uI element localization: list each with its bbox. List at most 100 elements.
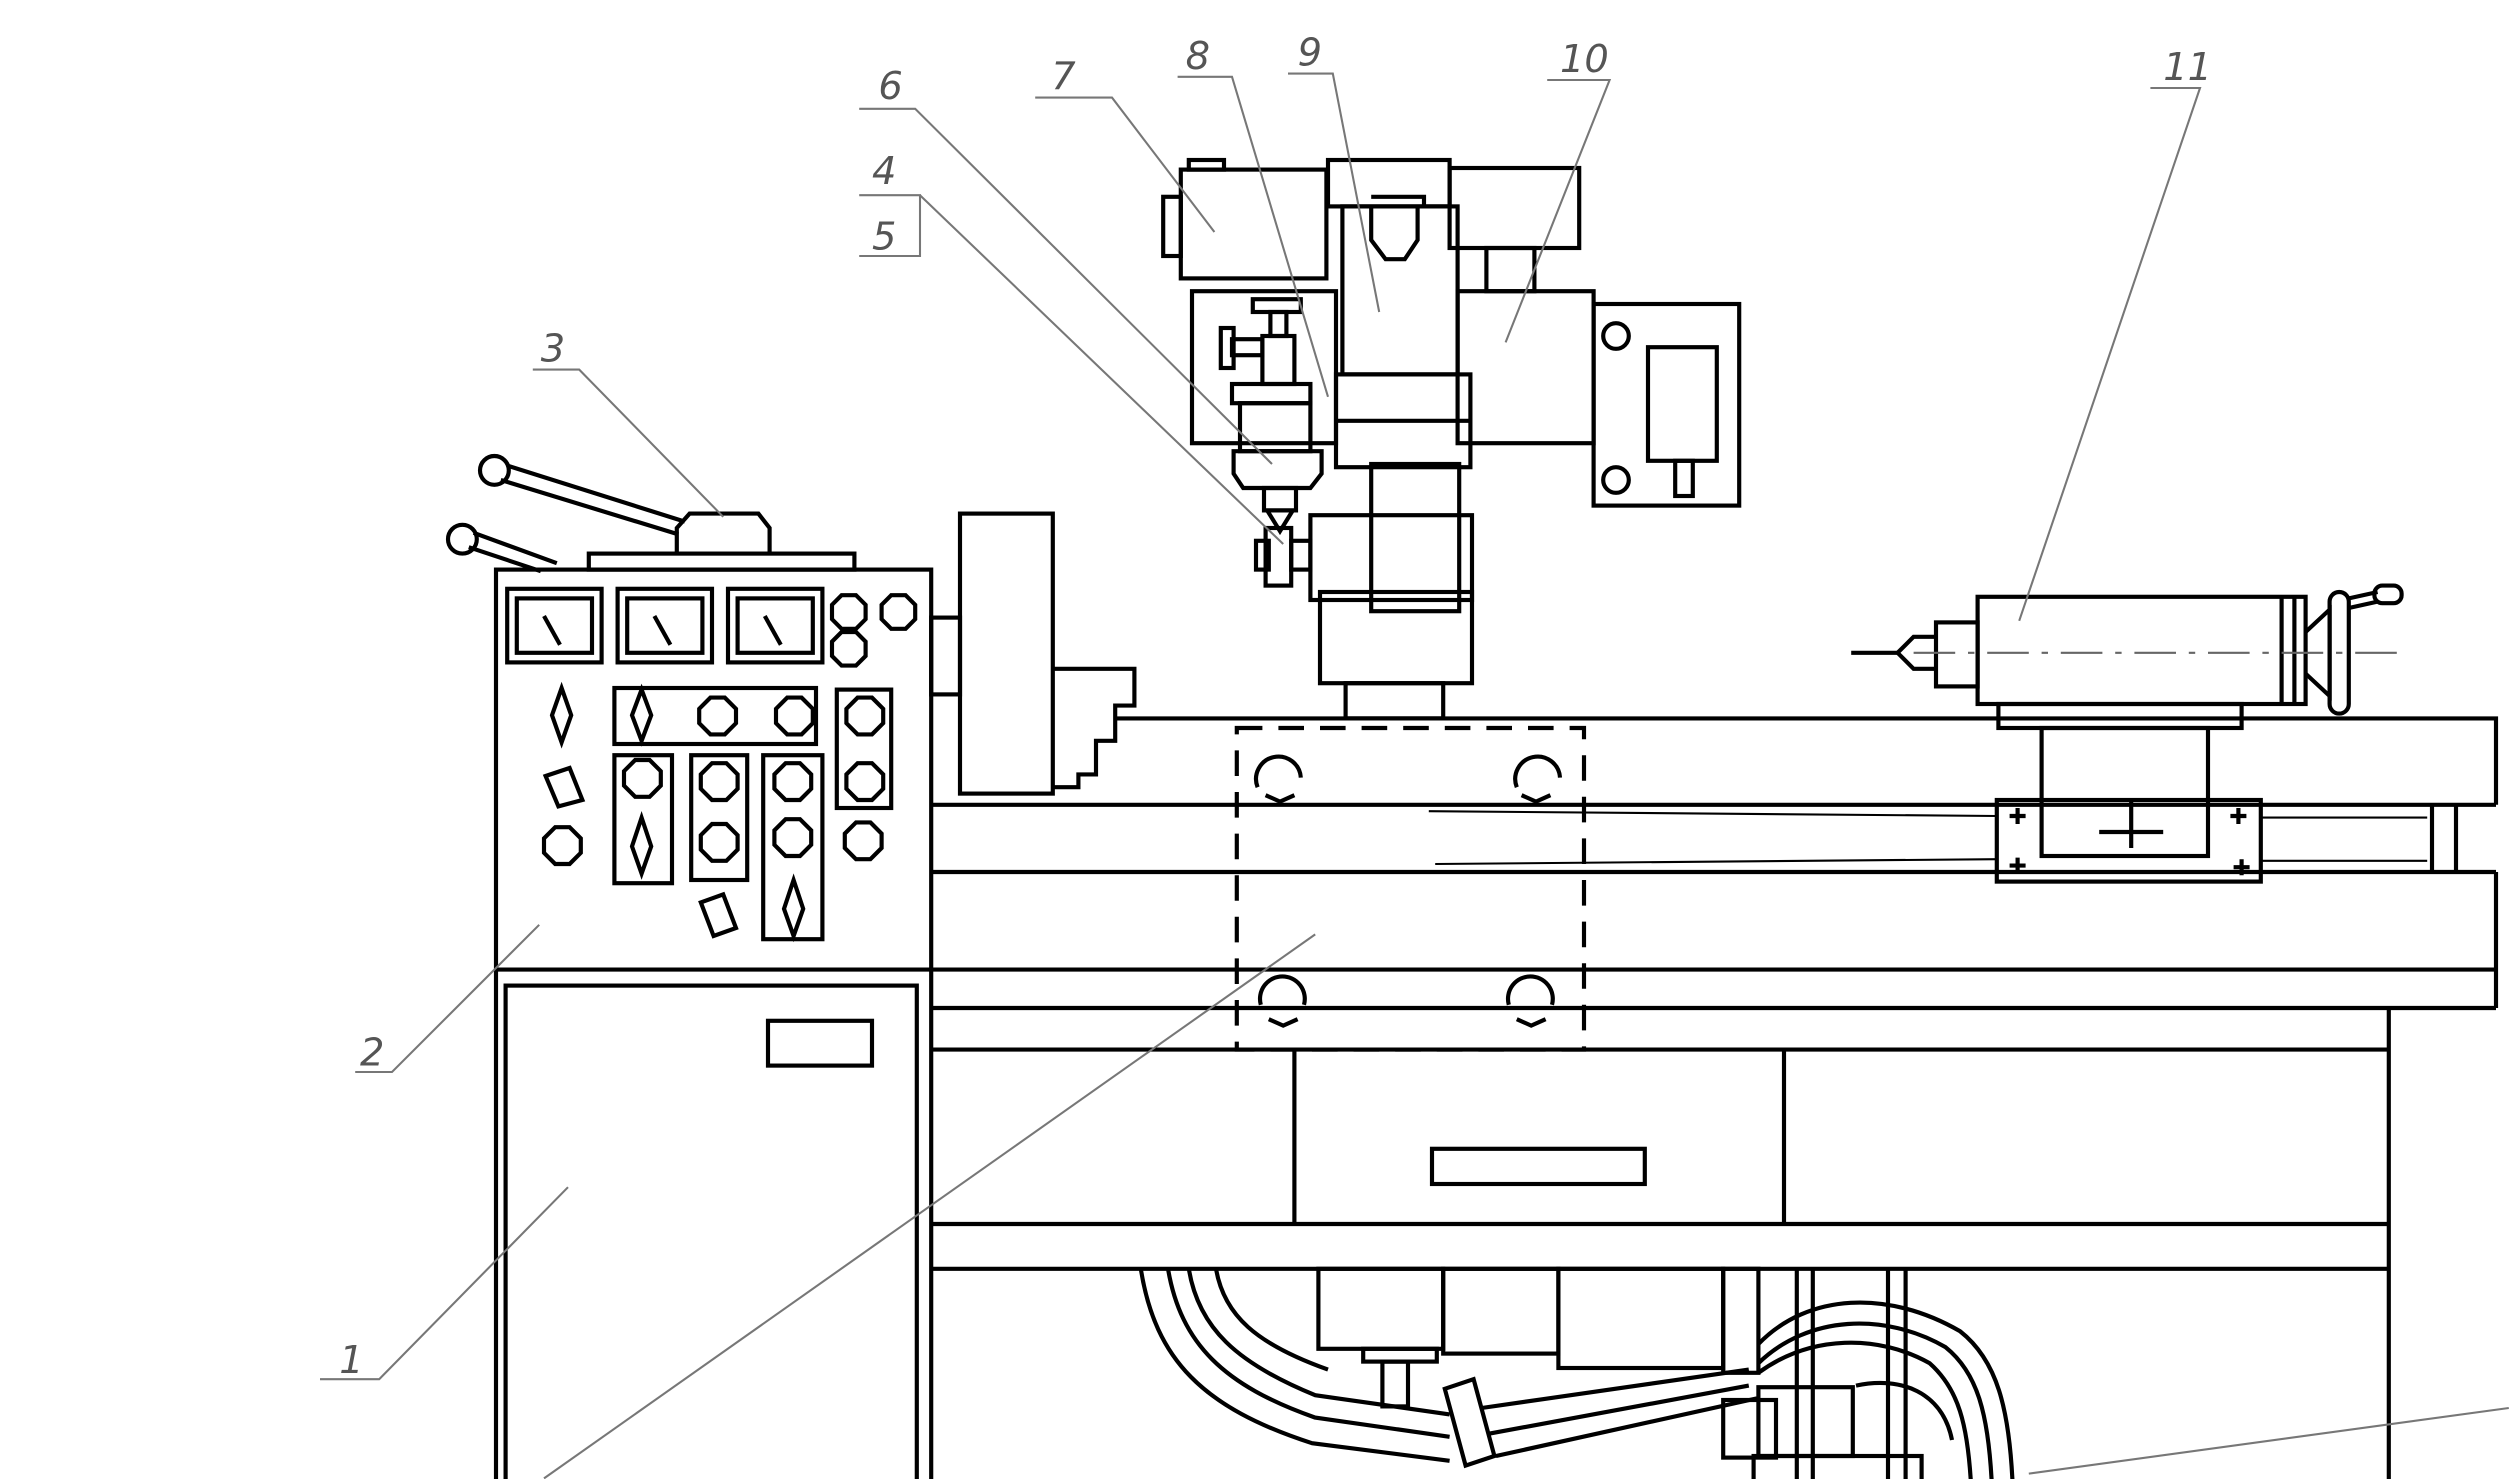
- hose-2: [1481, 1367, 1758, 1459]
- rotary-switch-3: [542, 765, 586, 809]
- column-base: [1343, 681, 1446, 721]
- label-9: 9: [1298, 31, 1322, 76]
- knob-g: [844, 761, 886, 803]
- label-11: 11: [2163, 45, 2212, 90]
- leader-hydraulics: [2028, 1406, 2509, 1475]
- plate-bolt-4: [2233, 859, 2250, 876]
- label-6: 6: [878, 64, 902, 109]
- knob-h: [621, 757, 663, 799]
- motor-9: [1340, 204, 1460, 377]
- plate-bolt-1: [2009, 808, 2026, 825]
- tool-collar: [1229, 381, 1313, 406]
- motor-7: [1178, 167, 1329, 281]
- hydraulic-unit: [1138, 1266, 2015, 1479]
- tailstock: [1851, 583, 2404, 884]
- chuck-plate: [957, 511, 1055, 796]
- handwheel-grip: [2372, 583, 2404, 606]
- chuck-6: [1231, 449, 1324, 491]
- drawer-handle: [1429, 1146, 1647, 1187]
- hose-3c: [1757, 1340, 1973, 1479]
- plate-bolt-3: [2009, 857, 2026, 874]
- rotary-switch-2: [629, 683, 654, 747]
- top-housing-stub: [1484, 245, 1537, 294]
- lever-knob-2: [445, 522, 479, 556]
- knob-column-3: [761, 753, 825, 942]
- tool-drawer: [1292, 1049, 1787, 1225]
- label-1: 1: [339, 1338, 363, 1383]
- leader-11: [2018, 86, 2202, 622]
- tank: [1556, 1266, 1726, 1371]
- tool-5: [1253, 538, 1271, 572]
- gauge-3-needle: [762, 614, 783, 646]
- panel-screw-1: [1601, 321, 1631, 351]
- pump-2: [1441, 1266, 1561, 1356]
- tool-shank: [1261, 485, 1299, 513]
- knob-column-2: [689, 753, 750, 883]
- pump-1: [1316, 1266, 1446, 1351]
- leader-6: [859, 107, 1273, 465]
- label-8: 8: [1186, 34, 1210, 79]
- control-cabinet: [493, 567, 934, 1479]
- gauge-3-dial: [735, 596, 815, 655]
- leader-2: [355, 924, 540, 1074]
- control-panel: [541, 593, 918, 943]
- quill: [1369, 461, 1462, 614]
- label-7: 7: [1051, 55, 1076, 100]
- motor-7-tab: [1186, 157, 1227, 172]
- clamp-3: [1257, 974, 1307, 1028]
- chuck-jaws: [1052, 666, 1137, 790]
- label-5: 5: [872, 215, 896, 260]
- lever-rod-1a: [506, 463, 686, 524]
- leader-carriage: [543, 933, 1316, 1479]
- rotary-switch-1: [549, 681, 574, 749]
- tailstock-body: [1975, 594, 2308, 707]
- knob-b: [879, 593, 918, 631]
- gauge-2-frame: [615, 586, 715, 665]
- valve-body: [1260, 333, 1297, 387]
- knob-k: [772, 761, 814, 803]
- tool-4-clamp: [1289, 538, 1313, 572]
- side-panel: [1591, 301, 1742, 508]
- tool-tip: [1263, 508, 1297, 536]
- guide-rail-1: [1428, 810, 1997, 818]
- knob-e: [773, 695, 815, 737]
- carriage-dashed-box: [1234, 725, 1587, 1052]
- gauge-1-frame: [505, 586, 604, 665]
- lever-rod-1b: [500, 478, 680, 537]
- tool-carrier: [1189, 289, 1339, 446]
- hose-3a: [1756, 1300, 2015, 1479]
- label-2: 2: [360, 1031, 384, 1076]
- rotary-switch-6: [698, 891, 739, 939]
- knob-f: [844, 695, 886, 737]
- lever-rod-2a: [472, 530, 558, 566]
- leader-4-5: [859, 194, 1284, 545]
- hose-3b: [1756, 1321, 1994, 1479]
- label-4: 4: [872, 149, 896, 194]
- label-10: 10: [1560, 37, 1609, 82]
- bed-top: [1115, 716, 2499, 805]
- side-motor: [1645, 345, 1719, 463]
- spindle-head: [1161, 157, 1742, 721]
- cabinet-door: [503, 983, 919, 1479]
- gauges: [505, 586, 825, 665]
- guide-rail-2: [1435, 858, 1997, 866]
- rotary-switch-5: [781, 873, 806, 943]
- valve-knob: [1218, 325, 1236, 371]
- motor-7-endcap: [1161, 194, 1183, 259]
- clamp-1: [1253, 754, 1303, 804]
- hose-coupling: [1442, 1376, 1497, 1469]
- gauge-1-dial: [514, 596, 595, 655]
- knob-n: [541, 825, 583, 867]
- lever-rod-2b: [468, 545, 542, 574]
- knob-j: [698, 821, 740, 863]
- leader-lines: [320, 72, 2509, 1479]
- leader-3: [532, 368, 724, 518]
- tailstock-clamp-plate: [1994, 797, 2263, 884]
- filter-block: [1756, 1385, 1855, 1459]
- leader-7: [1035, 96, 1216, 233]
- cabinet-top: [445, 453, 857, 574]
- pedestal-mark: [2099, 800, 2164, 849]
- knob-column-4: [834, 687, 894, 811]
